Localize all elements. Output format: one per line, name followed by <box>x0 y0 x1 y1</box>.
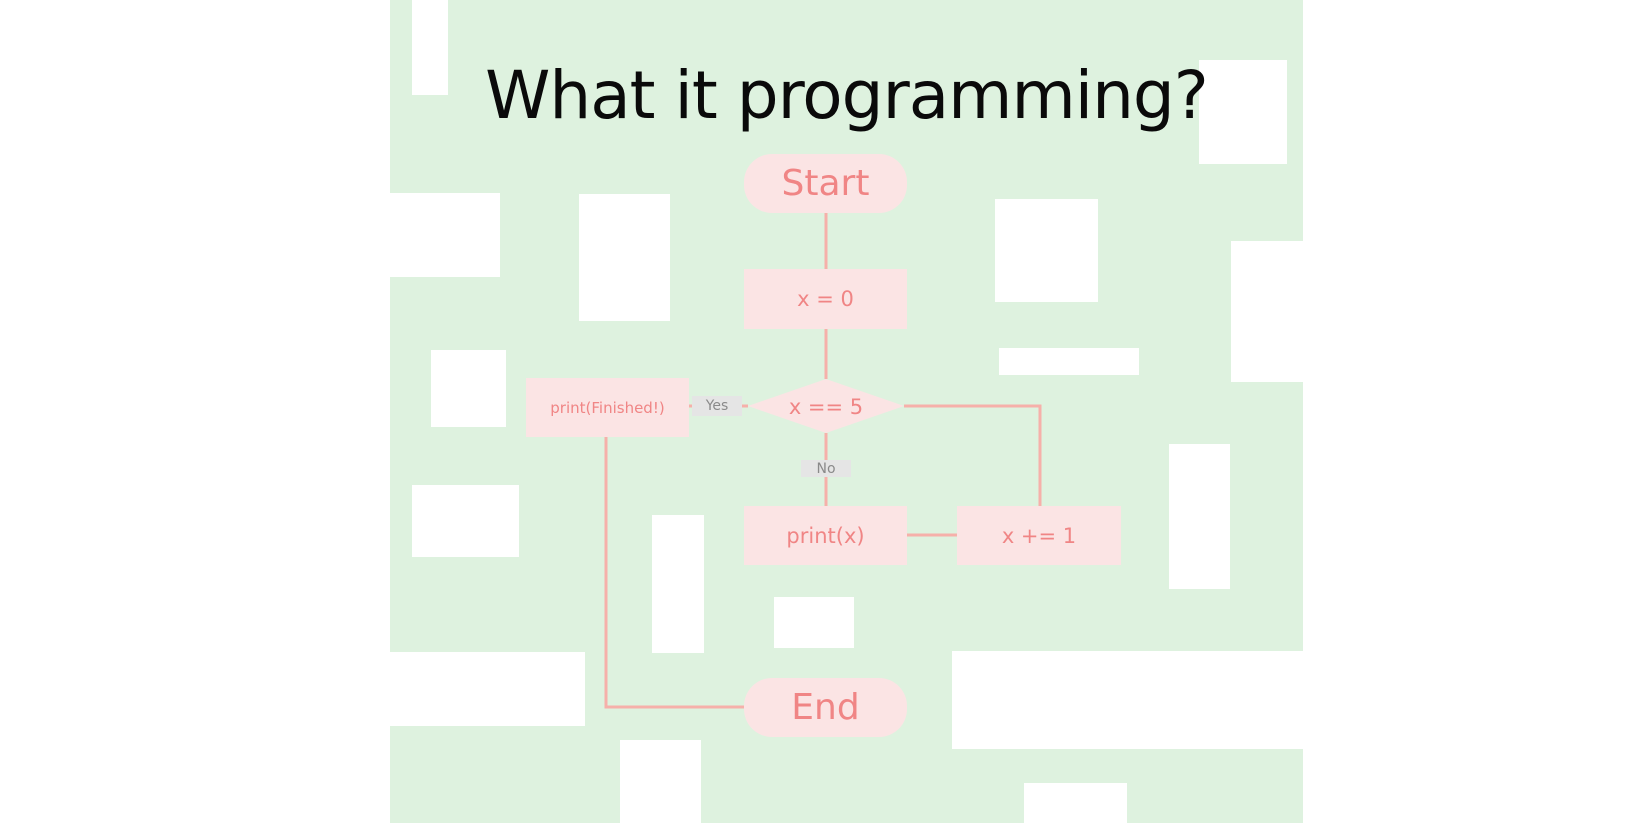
decorative-block <box>774 597 854 648</box>
slide-title: What it programming? <box>485 57 1209 134</box>
decorative-block <box>1169 444 1230 589</box>
init-node: x = 0 <box>744 269 907 329</box>
decorative-block <box>390 652 585 726</box>
yes-label: Yes <box>692 396 742 416</box>
connector-condition-to-increment <box>904 404 1042 506</box>
decorative-block <box>952 651 1303 749</box>
condition-decision-shape <box>748 379 904 433</box>
decorative-block <box>412 485 519 557</box>
print-finished-node: print(Finished!) <box>526 378 689 437</box>
decorative-block <box>652 515 704 653</box>
decorative-block <box>579 194 670 321</box>
start-node: Start <box>744 154 907 213</box>
decorative-block <box>1199 60 1287 164</box>
decorative-block <box>999 348 1139 375</box>
decorative-block <box>620 740 701 823</box>
no-label: No <box>801 460 851 477</box>
increment-node: x += 1 <box>957 506 1121 565</box>
connector-print-finished-to-end <box>604 437 744 709</box>
decorative-block <box>412 0 448 95</box>
decorative-block <box>1231 241 1303 382</box>
decorative-block <box>390 193 500 277</box>
condition-label: x == 5 <box>788 395 864 419</box>
decorative-block <box>1024 783 1127 823</box>
decorative-block <box>995 199 1098 302</box>
decorative-block <box>431 350 506 427</box>
print-x-node: print(x) <box>744 506 907 565</box>
end-node: End <box>744 678 907 737</box>
